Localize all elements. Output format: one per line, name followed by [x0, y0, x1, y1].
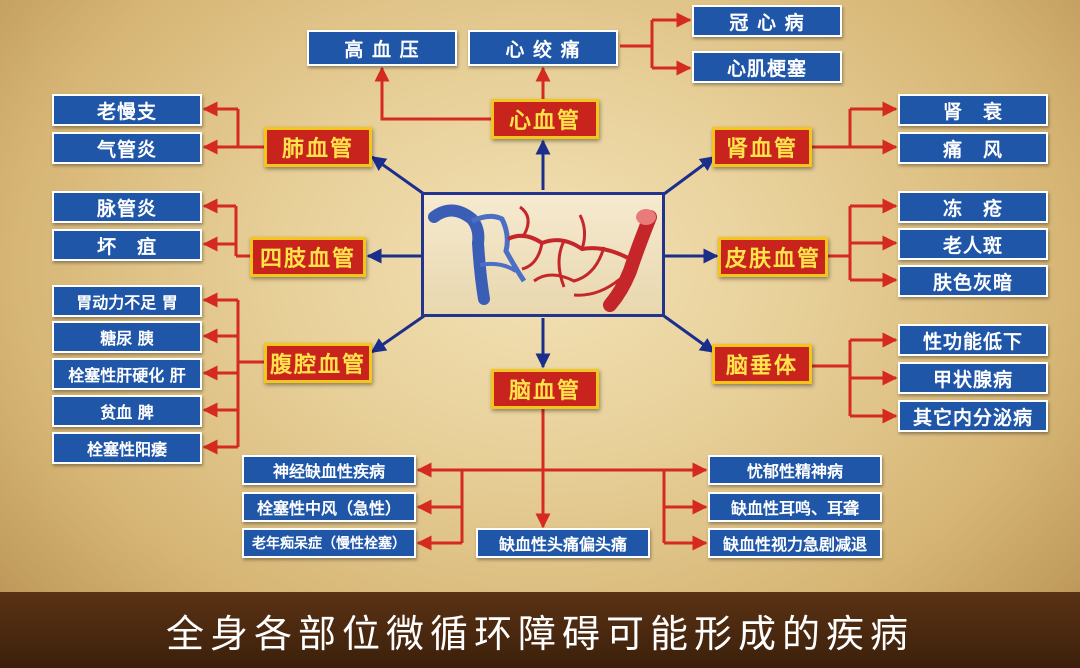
red-connectors	[202, 12, 898, 551]
disease-frostbite[interactable]: 冻 疮	[898, 191, 1048, 223]
disease-gangrene[interactable]: 坏 疽	[52, 229, 202, 261]
footer-banner: 全身各部位微循环障碍可能形成的疾病	[0, 592, 1080, 668]
disease-impotence[interactable]: 栓塞性阳痿	[52, 432, 202, 464]
blood-vessel-network-icon	[428, 204, 657, 312]
hub-pituitary[interactable]: 脑垂体	[712, 344, 812, 384]
disease-kidney-failure[interactable]: 肾 衰	[898, 94, 1048, 126]
hub-skin[interactable]: 皮肤血管	[718, 237, 828, 277]
footer-title: 全身各部位微循环障碍可能形成的疾病	[165, 611, 914, 656]
disease-anemia-spleen[interactable]: 贫血 脾	[52, 395, 202, 427]
hub-brain[interactable]: 脑血管	[491, 369, 599, 409]
disease-cirrhosis-liver[interactable]: 栓塞性肝硬化 肝	[52, 358, 202, 390]
disease-ischemic-headache[interactable]: 缺血性头痛偏头痛	[476, 528, 650, 558]
disease-age-spots[interactable]: 老人斑	[898, 228, 1048, 260]
disease-stomach-motility[interactable]: 胃动力不足 胃	[52, 285, 202, 317]
disease-high-blood-pressure[interactable]: 高 血 压	[307, 30, 457, 66]
disease-dementia-chronic[interactable]: 老年痴呆症（慢性栓塞）	[242, 528, 416, 558]
hub-limbs[interactable]: 四肢血管	[250, 237, 366, 277]
disease-other-endocrine[interactable]: 其它内分泌病	[898, 400, 1048, 432]
disease-myocardial-infarction[interactable]: 心肌梗塞	[692, 51, 842, 83]
disease-coronary-heart-disease[interactable]: 冠 心 病	[692, 5, 842, 37]
hub-lung[interactable]: 肺血管	[264, 127, 372, 167]
disease-vision-loss[interactable]: 缺血性视力急剧减退	[708, 528, 882, 558]
disease-tinnitus-deafness[interactable]: 缺血性耳鸣、耳聋	[708, 492, 882, 522]
disease-stroke-acute[interactable]: 栓塞性中风（急性）	[242, 492, 416, 522]
disease-depression[interactable]: 忧郁性精神病	[708, 455, 882, 485]
center-vessel-image-frame	[421, 192, 665, 317]
hub-abdomen[interactable]: 腹腔血管	[264, 343, 372, 383]
hub-arrows	[366, 139, 719, 369]
disease-neuro-ischemic[interactable]: 神经缺血性疾病	[242, 455, 416, 485]
disease-chronic-bronchitis[interactable]: 老慢支	[52, 94, 202, 126]
disease-thyroid[interactable]: 甲状腺病	[898, 362, 1048, 394]
hub-heart[interactable]: 心血管	[491, 99, 599, 139]
disease-gout[interactable]: 痛 风	[898, 132, 1048, 164]
hub-kidney[interactable]: 肾血管	[712, 127, 812, 167]
disease-tracheitis[interactable]: 气管炎	[52, 132, 202, 164]
disease-vasculitis[interactable]: 脉管炎	[52, 191, 202, 223]
disease-diabetes-pancreas[interactable]: 糖尿 胰	[52, 321, 202, 353]
disease-angina[interactable]: 心 绞 痛	[468, 30, 618, 66]
disease-sexual-dysfunction[interactable]: 性功能低下	[898, 324, 1048, 356]
disease-dull-complexion[interactable]: 肤色灰暗	[898, 265, 1048, 297]
